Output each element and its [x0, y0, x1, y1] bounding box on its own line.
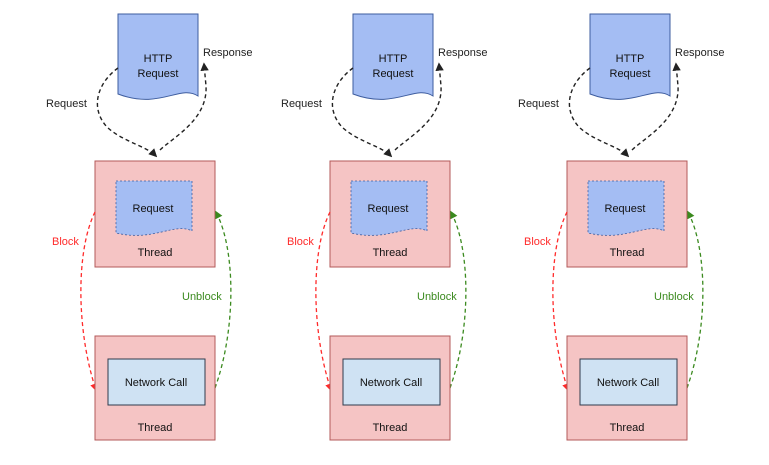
http-doc-line1: HTTP — [616, 53, 645, 65]
unblock-label: Unblock — [654, 291, 694, 303]
thread-top-label: Thread — [138, 247, 173, 259]
network-call-label: Network Call — [597, 377, 659, 389]
block-label: Block — [524, 236, 551, 248]
request-flow-label: Request — [281, 98, 322, 110]
column-2: HTTP Request Response Request Request Th… — [281, 13, 488, 441]
request-inner-document — [350, 180, 428, 236]
thread-bottom-label: Thread — [138, 422, 173, 434]
network-call-box — [579, 358, 678, 406]
http-request-document — [117, 13, 199, 100]
column-1: HTTP Request Response Request Request Th… — [46, 13, 253, 441]
unblock-arrow — [449, 210, 467, 389]
request-inner-document — [587, 180, 665, 236]
http-request-document — [352, 13, 434, 100]
http-doc-line1: HTTP — [144, 53, 173, 65]
request-inner-label: Request — [368, 203, 409, 215]
response-arrow — [394, 62, 444, 151]
response-label: Response — [203, 47, 253, 59]
http-doc-line2: Request — [138, 68, 179, 80]
unblock-arrow — [686, 210, 704, 389]
http-doc-line2: Request — [610, 68, 651, 80]
response-arrow — [631, 62, 681, 151]
http-request-document — [589, 13, 671, 100]
request-flow-label: Request — [46, 98, 87, 110]
thread-top-label: Thread — [610, 247, 645, 259]
thread-bottom-label: Thread — [373, 422, 408, 434]
request-flow-label: Request — [518, 98, 559, 110]
block-arrow — [80, 211, 98, 392]
request-inner-label: Request — [133, 203, 174, 215]
http-doc-line1: HTTP — [379, 53, 408, 65]
thread-top-label: Thread — [373, 247, 408, 259]
response-arrow — [159, 62, 209, 151]
network-call-label: Network Call — [125, 377, 187, 389]
request-flow-arrow — [568, 67, 630, 158]
column-3: HTTP Request Response Request Request Th… — [518, 13, 725, 441]
response-label: Response — [438, 47, 488, 59]
network-call-box — [107, 358, 206, 406]
network-call-label: Network Call — [360, 377, 422, 389]
request-flow-arrow — [331, 67, 393, 158]
response-label: Response — [675, 47, 725, 59]
unblock-label: Unblock — [182, 291, 222, 303]
request-inner-label: Request — [605, 203, 646, 215]
unblock-label: Unblock — [417, 291, 457, 303]
unblock-arrow — [214, 210, 232, 389]
block-label: Block — [287, 236, 314, 248]
block-arrow — [315, 211, 333, 392]
http-doc-line2: Request — [373, 68, 414, 80]
block-arrow — [552, 211, 570, 392]
thread-box-top — [566, 160, 688, 268]
request-inner-document — [115, 180, 193, 236]
block-label: Block — [52, 236, 79, 248]
thread-bottom-label: Thread — [610, 422, 645, 434]
request-flow-arrow — [96, 67, 158, 158]
network-call-box — [342, 358, 441, 406]
